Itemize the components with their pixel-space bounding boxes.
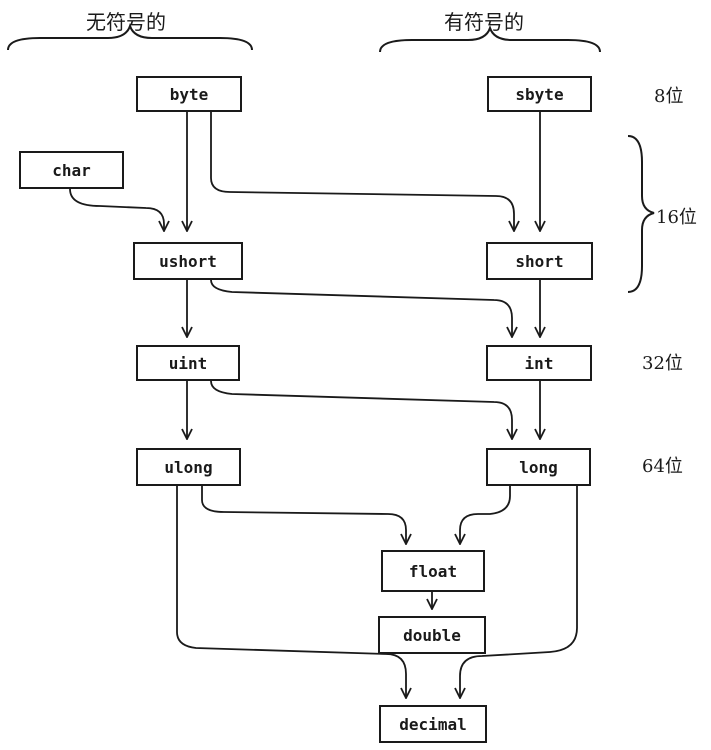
type-uint: uint	[136, 345, 240, 381]
signed-group-label: 有符号的	[444, 10, 524, 34]
bits16-brace	[627, 135, 655, 293]
arrow-ulong-to-decimal	[176, 486, 406, 697]
type-long: long	[486, 448, 591, 486]
type-char: char	[19, 151, 124, 189]
arrow-ulong-to-float	[201, 486, 406, 543]
bits-32-label: 32位	[642, 353, 683, 374]
type-decimal: decimal	[379, 705, 487, 743]
type-float: float	[381, 550, 485, 592]
unsigned-group-brace	[7, 22, 253, 51]
type-double: double	[378, 616, 486, 654]
arrow-char-to-ushort	[69, 188, 164, 230]
arrow-ushort-to-int	[210, 279, 512, 336]
bits-16-label: 16位	[656, 207, 697, 228]
type-ushort: ushort	[133, 242, 243, 280]
unsigned-group-label: 无符号的	[86, 10, 166, 34]
type-byte: byte	[136, 76, 242, 112]
arrow-uint-to-long	[210, 380, 512, 438]
bits-8-label: 8位	[654, 86, 684, 107]
type-sbyte: sbyte	[487, 76, 592, 112]
type-int: int	[486, 345, 592, 381]
arrow-long-to-float	[460, 486, 511, 543]
type-ulong: ulong	[136, 448, 241, 486]
signed-group-brace	[379, 24, 601, 53]
arrow-byte-to-short	[210, 112, 514, 230]
arrow-long-to-decimal	[460, 486, 578, 697]
bits-64-label: 64位	[642, 456, 683, 477]
type-short: short	[486, 242, 593, 280]
